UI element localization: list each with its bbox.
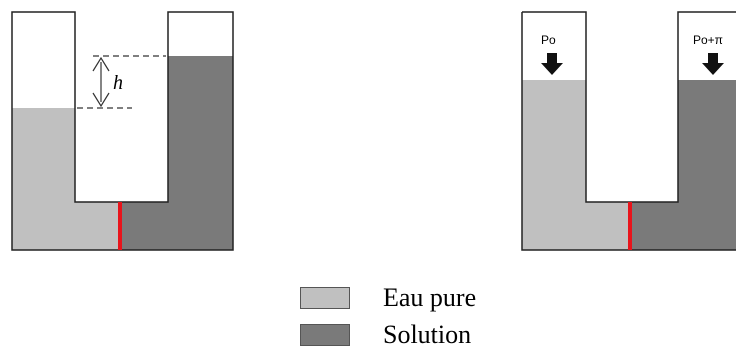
left-u-tube: h bbox=[11, 11, 234, 251]
height-arrow-head-top bbox=[92, 56, 110, 72]
legend-item-solution: Solution bbox=[300, 320, 471, 350]
down-arrow-icon bbox=[541, 53, 563, 75]
legend-item-pure-water: Eau pure bbox=[300, 283, 476, 313]
right-pure-water-fill bbox=[522, 80, 628, 250]
left-pure-water-fill bbox=[12, 108, 118, 250]
down-arrow-icon bbox=[702, 53, 724, 75]
height-label: h bbox=[113, 72, 123, 94]
pressure-label-left: Po bbox=[541, 33, 556, 47]
legend-swatch-pure-water bbox=[300, 287, 350, 309]
legend-label-pure-water: Eau pure bbox=[383, 283, 477, 312]
pressure-label-right: Po+π bbox=[693, 33, 723, 47]
legend-swatch-solution bbox=[300, 324, 350, 346]
left-solution-fill bbox=[122, 56, 233, 250]
left-tube-outline bbox=[11, 11, 234, 251]
right-solution-fill bbox=[632, 80, 736, 250]
height-arrow-head-bottom bbox=[92, 92, 110, 108]
legend-label-solution: Solution bbox=[383, 320, 472, 349]
right-u-tube: Po Po+π bbox=[521, 11, 736, 251]
